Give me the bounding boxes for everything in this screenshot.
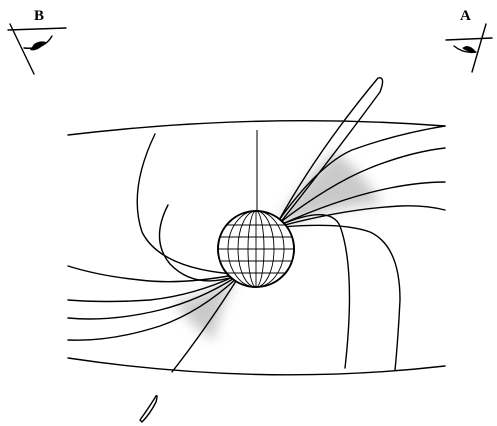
upper-boundary-arc (67, 120, 446, 136)
viewer-b-label: B (34, 8, 44, 24)
field-lines-lower-left (67, 133, 239, 373)
small-loop (139, 394, 158, 423)
eye-viewer-icon (7, 23, 67, 75)
globe (217, 210, 295, 288)
viewer-b: B (7, 8, 67, 75)
viewer-a-label: A (460, 8, 471, 24)
lower-boundary-arc (67, 357, 446, 376)
elongated-loop (275, 77, 384, 229)
eye-viewer-icon (445, 23, 493, 73)
viewer-a: A (445, 8, 493, 73)
field-lines-upper-right (276, 125, 446, 371)
